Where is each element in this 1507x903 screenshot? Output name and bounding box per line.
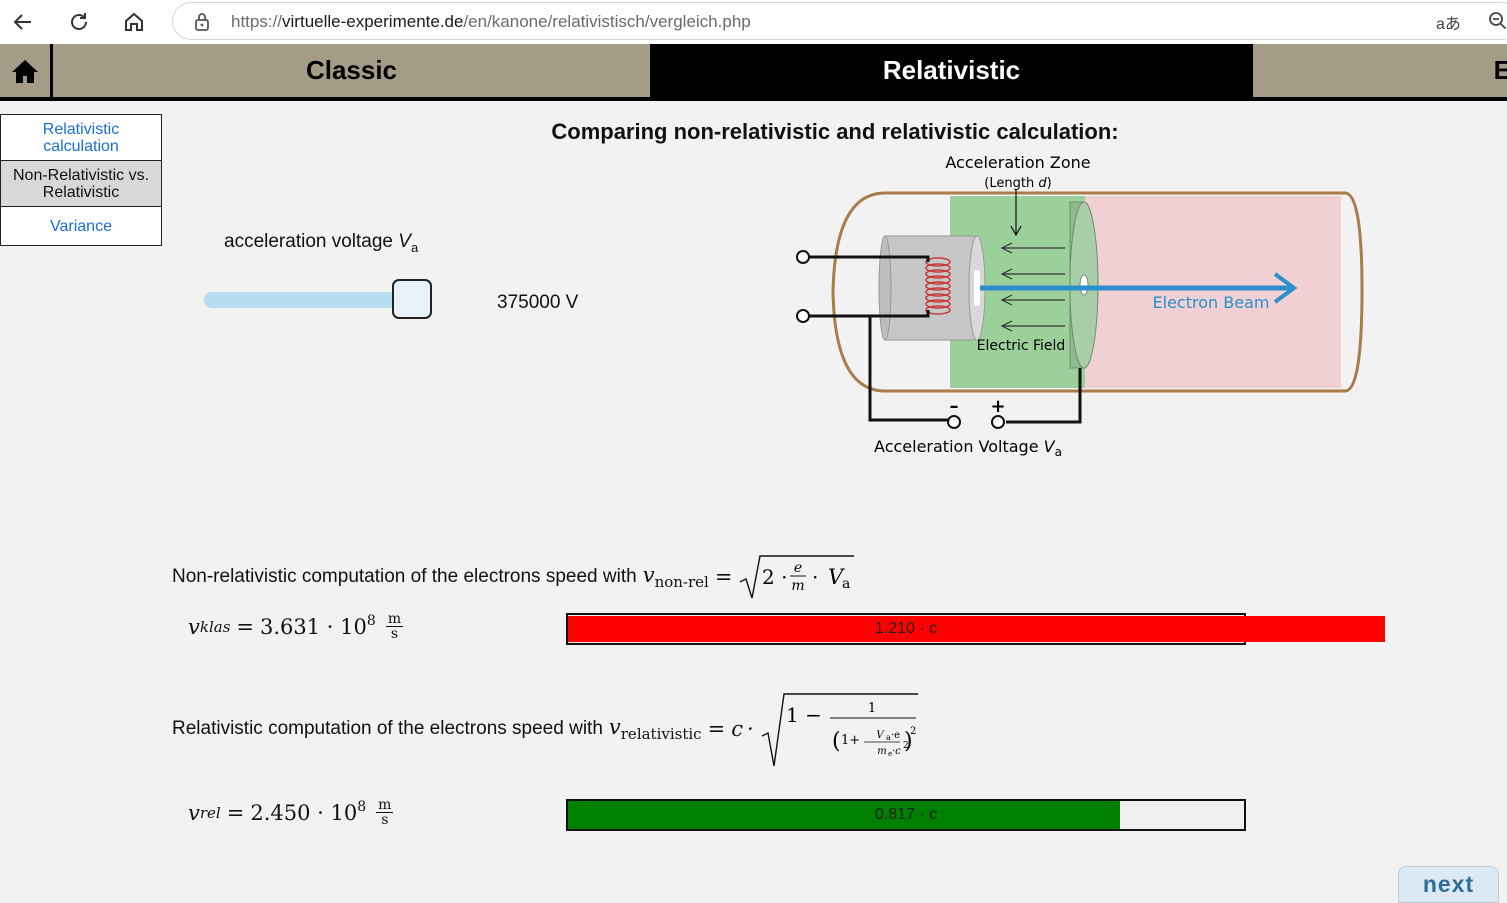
svg-text:·e: ·e	[891, 730, 900, 741]
svg-text:2 ·: 2 ·	[762, 565, 787, 589]
home-button[interactable]	[118, 6, 150, 38]
electric-field-arrows	[1000, 242, 1065, 332]
terminal-minus	[947, 415, 961, 429]
lock-icon	[195, 13, 209, 31]
zone-sub-var: d	[1038, 176, 1047, 191]
heating-coil	[925, 257, 951, 315]
cathode-slit	[974, 270, 980, 306]
home-tab[interactable]	[0, 44, 50, 97]
svg-text:a: a	[842, 576, 850, 592]
svg-text:e: e	[888, 750, 892, 758]
svg-text:2: 2	[903, 741, 909, 751]
svg-text:a: a	[886, 733, 891, 742]
glass-tube	[831, 191, 1364, 393]
svg-text:1 −: 1 −	[786, 703, 822, 727]
house-outline-icon	[125, 12, 143, 31]
acceleration-voltage-label: Acceleration Voltage Va	[874, 437, 1062, 459]
wiring	[809, 255, 1082, 424]
page-title: Comparing non-relativistic and relativis…	[551, 119, 1119, 144]
voltage-label-var: V	[1044, 437, 1056, 456]
svg-text:m: m	[877, 746, 886, 757]
svg-text:V: V	[828, 565, 845, 589]
svg-text:e: e	[794, 560, 802, 576]
svg-text:V: V	[876, 730, 885, 741]
svg-text:m: m	[792, 578, 805, 594]
slider-handle[interactable]	[392, 279, 432, 319]
nonrel-formula-lhs: vnon-rel	[642, 562, 709, 592]
arrow-left-icon	[13, 14, 31, 30]
voltage-label: acceleration voltage Va	[224, 231, 419, 255]
sidebar-item-comparison[interactable]: Non-Relativistic vs. Relativistic	[1, 161, 161, 207]
tab-next-partial[interactable]: E	[1253, 44, 1507, 97]
address-bar[interactable]: https://virtuelle-experimente.de/en/kano…	[172, 2, 1507, 40]
nonrel-speed-label: 1.210 · c	[874, 620, 938, 637]
minus-sign: –	[950, 396, 959, 417]
nonrel-speed-bar: 1.210 · c	[566, 613, 1385, 645]
svg-text:1: 1	[868, 701, 876, 716]
zone-sub-open: (Length	[984, 176, 1038, 191]
plus-sign: +	[990, 396, 1005, 417]
svg-text:·c: ·c	[892, 746, 901, 757]
svg-text:(: (	[832, 729, 841, 754]
terminal-bottom	[796, 309, 810, 323]
rel-formula-lhs: vrelativistic	[608, 714, 702, 744]
voltage-slider[interactable]	[204, 278, 440, 322]
zoom-icon[interactable]	[1488, 11, 1507, 31]
rel-description: Relativistic computation of the electron…	[172, 690, 920, 768]
slider-fill	[204, 292, 404, 308]
tab-relativistic[interactable]: Relativistic	[650, 44, 1253, 97]
nonrel-description: Non-relativistic computation of the elec…	[172, 552, 856, 602]
tab-classic[interactable]: Classic	[53, 44, 650, 97]
sidebar: Relativistic calculation Non-Relativisti…	[0, 114, 162, 246]
electron-beam-label: Electron Beam	[1153, 293, 1270, 312]
tab-next-label: E	[1493, 55, 1507, 85]
svg-text:1+: 1+	[841, 733, 860, 748]
zone-sublabel: (Length d)	[984, 176, 1051, 191]
anode-hole	[1079, 274, 1089, 296]
rel-speed-label: 0.817 · c	[874, 806, 938, 823]
sqrt-formula-rel: 1 − 1 ( 1+ V a ·e m e ·c 2 ) 2	[761, 693, 918, 767]
svg-text:·: ·	[812, 565, 818, 589]
nonrel-speed-fill	[568, 616, 1385, 642]
zone-sub-close: )	[1047, 176, 1052, 191]
home-icon	[12, 59, 38, 83]
reload-icon	[71, 13, 87, 30]
top-navigation: Classic Relativistic E	[0, 44, 1507, 101]
url-text: https://virtuelle-experimente.de/en/kano…	[231, 12, 751, 31]
beam-region	[1085, 196, 1341, 388]
reload-button[interactable]	[63, 6, 95, 38]
terminal-plus	[991, 415, 1005, 429]
sqrt-formula-nonrel: 2 · e m · V a	[740, 555, 855, 599]
browser-toolbar: https://virtuelle-experimente.de/en/kano…	[0, 0, 1507, 45]
sidebar-item-relativistic-calculation[interactable]: Relativistic calculation	[1, 115, 161, 161]
beam-arrowhead	[1273, 272, 1298, 304]
voltage-label-text: Acceleration Voltage	[874, 437, 1044, 456]
electric-field-label: Electric Field	[977, 338, 1066, 354]
rel-speed-bar: 0.817 · c	[566, 799, 1246, 831]
terminal-top	[796, 250, 810, 264]
zone-pointer-head	[1010, 225, 1022, 237]
voltage-value: 375000 V	[497, 292, 579, 313]
back-button[interactable]	[7, 6, 39, 38]
svg-text:2: 2	[910, 726, 916, 737]
rel-speed-fill	[568, 801, 1121, 829]
cathode-back	[878, 235, 892, 341]
read-aloud-icon[interactable]: aあ	[1436, 16, 1461, 33]
sidebar-item-variance[interactable]: Variance	[50, 217, 112, 235]
zone-label: Acceleration Zone	[945, 153, 1090, 172]
next-button[interactable]: next	[1398, 866, 1499, 903]
voltage-label-sub: a	[1055, 445, 1062, 459]
electron-gun-diagram: – + Acceleration Zone (Length d) Electri…	[796, 153, 1364, 459]
svg-text:): )	[904, 729, 913, 754]
